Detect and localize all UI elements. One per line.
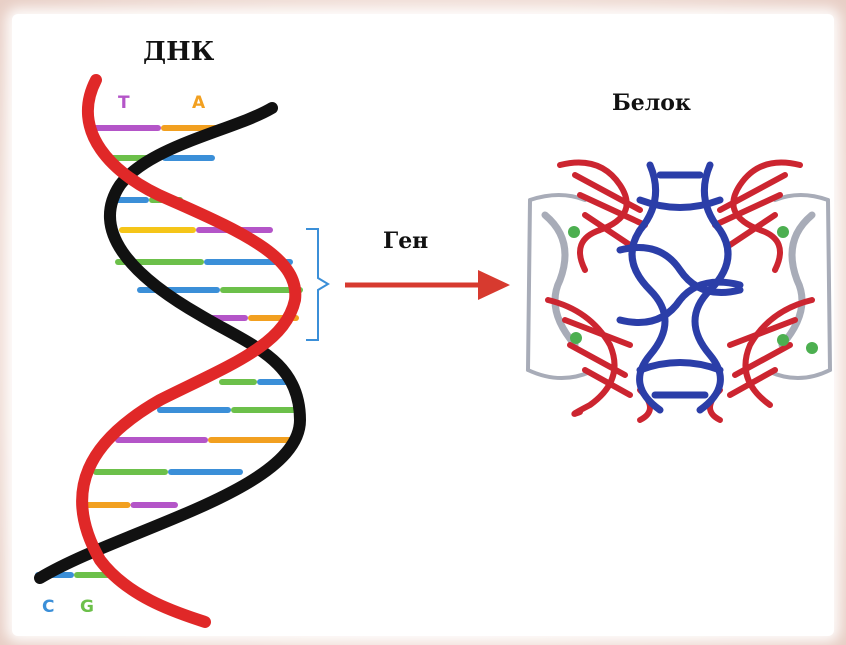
base-label-a: A [192, 93, 206, 113]
base-label-c: C [42, 597, 54, 617]
dna-label: ДНК [143, 37, 215, 67]
base-label-t: T [118, 93, 130, 113]
ligand-dot [570, 332, 582, 344]
gene-bracket [306, 229, 328, 340]
protein-blue-helix [620, 282, 740, 322]
ligand-dot [777, 334, 789, 346]
gene-label: Ген [383, 228, 428, 254]
ligand-dot [806, 342, 818, 354]
protein-red-strand [560, 163, 627, 271]
protein-structure [528, 163, 830, 421]
protein-label: Белок [612, 90, 691, 116]
ligand-dot [568, 226, 580, 238]
base-label-g: G [80, 597, 94, 617]
protein-red-strand [730, 320, 795, 395]
gene-to-protein-arrow [345, 270, 510, 300]
protein-red-strand [565, 320, 630, 395]
dna-helix [40, 80, 300, 622]
ligand-dot [777, 226, 789, 238]
